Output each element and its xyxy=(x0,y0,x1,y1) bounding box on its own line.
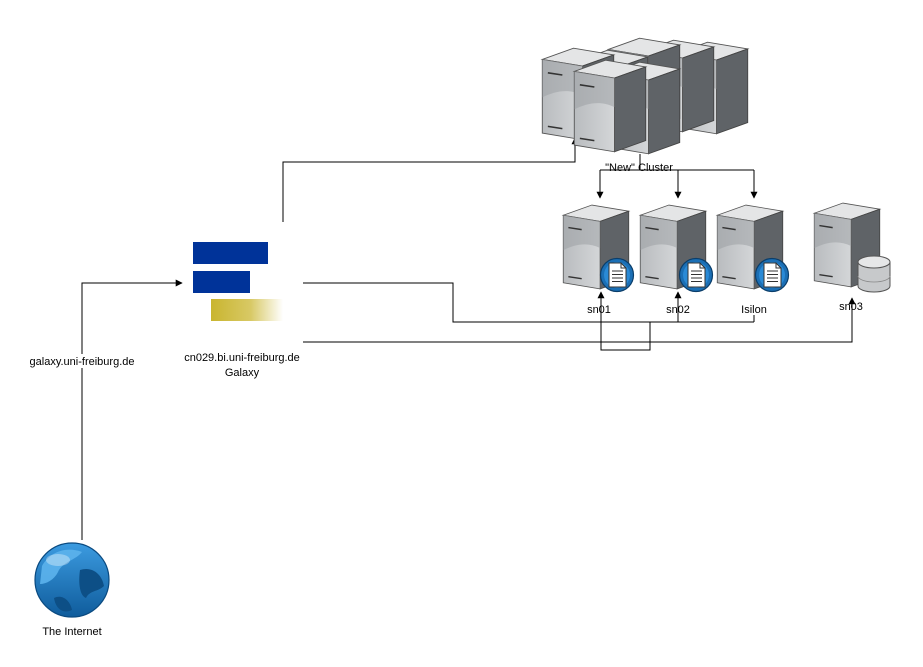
sn01-label: sn01 xyxy=(587,304,611,316)
edge-galaxy-sn03 xyxy=(303,297,856,343)
edge-cluster-storage xyxy=(600,154,754,171)
edge-galaxy-cluster xyxy=(282,137,579,222)
internet-label: The Internet xyxy=(42,626,101,638)
galaxy-host-label: cn029.bi.uni-freiburg.de xyxy=(184,352,300,364)
edge-internet-galaxy xyxy=(81,279,183,540)
sn02-label: sn02 xyxy=(666,304,690,316)
sn01-node: sn01 xyxy=(562,204,635,316)
server-rack-icon xyxy=(541,37,749,155)
internet-node: The Internet xyxy=(34,542,110,638)
galaxy-app-label: Galaxy xyxy=(225,367,260,379)
galaxy-logo xyxy=(193,242,283,321)
globe-icon xyxy=(34,542,110,618)
cluster-node: "New" Cluster xyxy=(541,37,749,174)
edge-galaxy-storage-bus xyxy=(303,282,754,323)
cluster-label: "New" Cluster xyxy=(605,162,673,174)
galaxy-node: cn029.bi.uni-freiburg.de Galaxy xyxy=(184,242,300,379)
edge-label-galaxy-url: galaxy.uni-freiburg.de xyxy=(30,356,135,368)
isilon-label: Isilon xyxy=(741,304,767,316)
connectors xyxy=(81,137,856,540)
isilon-node: Isilon xyxy=(716,204,790,316)
sn03-node: sn03 xyxy=(813,202,891,313)
sn03-label: sn03 xyxy=(839,301,863,313)
sn02-node: sn02 xyxy=(639,204,714,316)
